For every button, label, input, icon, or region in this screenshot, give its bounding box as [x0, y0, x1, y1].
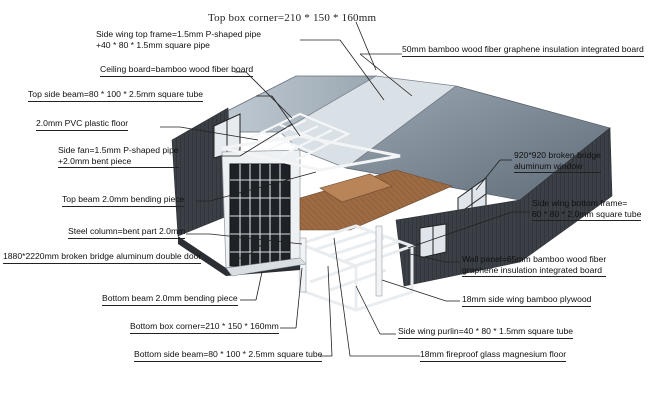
label-steel-column: Steel column=bent part 2.0mm	[68, 226, 186, 239]
label-top-beam: Top beam 2.0mm bending piece	[62, 194, 185, 207]
top-beam	[221, 134, 401, 172]
label-double-door: 1880*2220mm broken bridge aluminum doubl…	[3, 251, 202, 264]
label-bamboo-insulation-top: 50mm bamboo wood fiber graphene insulati…	[402, 44, 644, 57]
label-bottom-box-corner: Bottom box corner=210 * 150 * 160mm	[130, 321, 279, 334]
label-wall-panel: Wall panel=65mm bamboo wood fiber graphe…	[462, 254, 607, 277]
label-bottom-side-beam: Bottom side beam=80 * 100 * 2.5mm square…	[134, 349, 323, 362]
label-top-side-beam: Top side beam=80 * 100 * 2.5mm square tu…	[28, 89, 204, 102]
bottom-beam	[225, 257, 307, 277]
label-side-wing-purlin: Side wing purlin=40 * 80 * 1.5mm square …	[398, 326, 574, 339]
label-ceiling-board: Ceiling board=bamboo wood fiber board	[100, 64, 254, 77]
label-side-wing-top-frame: Side wing top frame=1.5mm P-shaped pipe …	[96, 29, 262, 50]
diagram-title: Top box corner=210 * 150 * 160mm	[208, 12, 377, 24]
wood-floor	[299, 169, 453, 231]
steel-column	[375, 225, 383, 297]
side-wing-floor-frame	[295, 224, 417, 312]
label-broken-bridge-window: 920*920 broken bridge aluminum window	[514, 150, 601, 173]
label-mgo-floor: 18mm fireproof glass magnesium floor	[420, 349, 567, 362]
label-bottom-beam: Bottom beam 2.0mm bending piece	[102, 293, 238, 306]
label-side-fan: Side fan=1.5mm P-shaped pipe +2.0mm bent…	[58, 145, 179, 168]
floor-panel	[319, 173, 393, 203]
label-side-wing-bottom-frame: Side wing bottom frame= 60 * 80 * 2.0mm …	[532, 198, 642, 221]
label-pvc-floor: 2.0mm PVC plastic floor	[36, 118, 129, 131]
label-bamboo-plywood: 18mm side wing bamboo plywood	[462, 294, 592, 307]
right-wall	[395, 199, 521, 287]
leader-lines	[160, 21, 530, 357]
